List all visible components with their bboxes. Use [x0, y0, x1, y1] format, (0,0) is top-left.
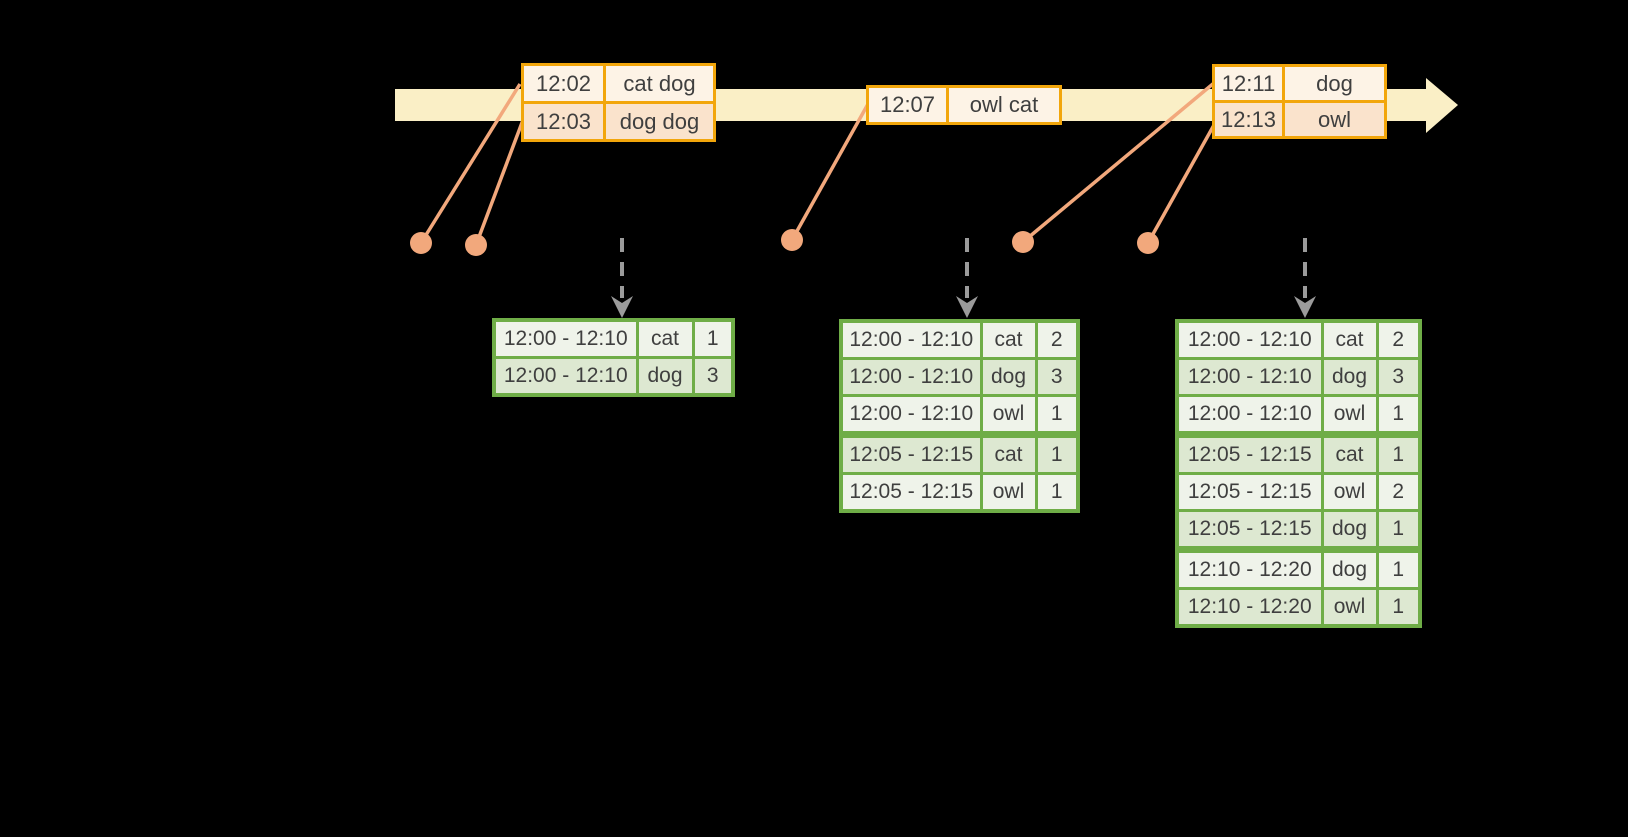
event-row: 12:13 owl [1212, 100, 1387, 139]
word-cell: owl [979, 394, 1038, 436]
window-cell: 12:05 - 12:15 [1175, 431, 1324, 475]
result-row: 12:00 - 12:10 cat 1 [492, 318, 735, 359]
event-dot [410, 232, 432, 254]
window-cell: 12:05 - 12:15 [1175, 509, 1324, 551]
word-cell: dog [979, 357, 1038, 397]
count-cell: 1 [1375, 431, 1422, 475]
word-cell: owl [1320, 394, 1379, 436]
result-row: 12:10 - 12:20 dog 1 [1175, 546, 1422, 590]
word-cell: dog [1320, 546, 1379, 590]
event-table-1: 12:02 cat dog 12:03 dog dog [521, 63, 716, 142]
event-row: 12:11 dog [1212, 64, 1387, 103]
event-dot [781, 229, 803, 251]
window-cell: 12:00 - 12:10 [492, 356, 639, 397]
result-table-1: 12:00 - 12:10 cat 1 12:00 - 12:10 dog 3 [492, 318, 735, 397]
event-table-3: 12:11 dog 12:13 owl [1212, 64, 1387, 139]
word-cell: cat [979, 431, 1038, 475]
event-words-cell: owl [1282, 100, 1387, 139]
result-row: 12:05 - 12:15 owl 2 [1175, 472, 1422, 512]
result-row: 12:00 - 12:10 owl 1 [839, 394, 1080, 436]
word-cell: dog [1320, 509, 1379, 551]
result-row: 12:05 - 12:15 dog 1 [1175, 509, 1422, 551]
count-cell: 1 [1034, 472, 1080, 513]
down-arrowhead-icon [956, 296, 978, 318]
count-cell: 3 [1034, 357, 1080, 397]
trigger-arrowheads [611, 296, 1316, 318]
count-cell: 3 [691, 356, 735, 397]
count-cell: 1 [1034, 431, 1080, 475]
window-cell: 12:00 - 12:10 [839, 357, 983, 397]
event-connector-lines [419, 81, 1216, 246]
event-dot [1137, 232, 1159, 254]
event-time-cell: 12:02 [521, 63, 606, 104]
word-cell: owl [1320, 472, 1379, 512]
word-cell: owl [979, 472, 1038, 513]
count-cell: 3 [1375, 357, 1422, 397]
window-cell: 12:00 - 12:10 [1175, 357, 1324, 397]
word-cell: cat [1320, 319, 1379, 360]
result-table-3: 12:00 - 12:10 cat 2 12:00 - 12:10 dog 3 … [1175, 319, 1422, 628]
result-row: 12:05 - 12:15 cat 1 [1175, 431, 1422, 475]
result-table-2: 12:00 - 12:10 cat 2 12:00 - 12:10 dog 3 … [839, 319, 1080, 513]
event-time-cell: 12:07 [866, 85, 949, 125]
connector-line [1021, 81, 1216, 244]
window-cell: 12:10 - 12:20 [1175, 587, 1324, 628]
window-cell: 12:00 - 12:10 [1175, 394, 1324, 436]
event-time-cell: 12:11 [1212, 64, 1285, 103]
word-cell: dog [635, 356, 695, 397]
event-time-cell: 12:03 [521, 101, 606, 142]
window-cell: 12:00 - 12:10 [1175, 319, 1324, 360]
result-row: 12:00 - 12:10 cat 2 [839, 319, 1080, 360]
result-row: 12:00 - 12:10 dog 3 [839, 357, 1080, 397]
count-cell: 1 [1375, 587, 1422, 628]
event-words-cell: owl cat [946, 85, 1062, 125]
count-cell: 2 [1034, 319, 1080, 360]
event-row: 12:03 dog dog [521, 101, 716, 142]
result-row: 12:00 - 12:10 owl 1 [1175, 394, 1422, 436]
word-cell: dog [1320, 357, 1379, 397]
down-arrowhead-icon [611, 296, 633, 318]
result-row: 12:00 - 12:10 cat 2 [1175, 319, 1422, 360]
count-cell: 1 [1375, 394, 1422, 436]
count-cell: 1 [1375, 546, 1422, 590]
window-cell: 12:00 - 12:10 [839, 394, 983, 436]
event-words-cell: dog [1282, 64, 1387, 103]
window-cell: 12:00 - 12:10 [839, 319, 983, 360]
word-cell: cat [1320, 431, 1379, 475]
event-dot [465, 234, 487, 256]
word-cell: owl [1320, 587, 1379, 628]
event-row: 12:07 owl cat [866, 85, 1062, 125]
result-row: 12:10 - 12:20 owl 1 [1175, 587, 1422, 628]
event-time-cell: 12:13 [1212, 100, 1285, 139]
trigger-dashed-lines [620, 238, 1307, 298]
result-row: 12:00 - 12:10 dog 3 [1175, 357, 1422, 397]
down-arrowhead-icon [1294, 296, 1316, 318]
result-row: 12:05 - 12:15 cat 1 [839, 431, 1080, 475]
count-cell: 1 [691, 318, 735, 359]
result-row: 12:00 - 12:10 dog 3 [492, 356, 735, 397]
result-row: 12:05 - 12:15 owl 1 [839, 472, 1080, 513]
window-cell: 12:05 - 12:15 [1175, 472, 1324, 512]
timeline-arrowhead-icon [1426, 78, 1458, 133]
event-words-cell: dog dog [603, 101, 716, 142]
count-cell: 1 [1034, 394, 1080, 436]
word-cell: cat [979, 319, 1038, 360]
window-cell: 12:05 - 12:15 [839, 431, 983, 475]
count-cell: 2 [1375, 472, 1422, 512]
event-words-cell: cat dog [603, 63, 716, 104]
connector-line [474, 119, 525, 246]
event-dots [410, 229, 1159, 256]
connector-line [790, 103, 870, 241]
window-cell: 12:00 - 12:10 [492, 318, 639, 359]
event-dot [1012, 231, 1034, 253]
event-row: 12:02 cat dog [521, 63, 716, 104]
event-table-2: 12:07 owl cat [866, 85, 1062, 125]
window-cell: 12:10 - 12:20 [1175, 546, 1324, 590]
word-cell: cat [635, 318, 695, 359]
connector-line [419, 83, 522, 244]
window-cell: 12:05 - 12:15 [839, 472, 983, 513]
connector-line [1146, 124, 1216, 244]
count-cell: 1 [1375, 509, 1422, 551]
count-cell: 2 [1375, 319, 1422, 360]
